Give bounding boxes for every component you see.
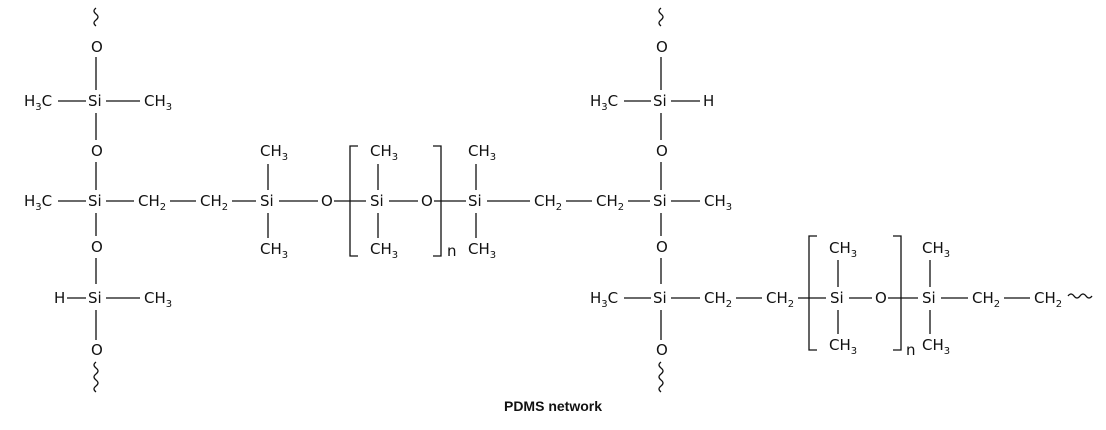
wavy-bond-icon bbox=[658, 7, 664, 27]
atom-o: O bbox=[656, 38, 668, 56]
bracket-left bbox=[349, 145, 358, 257]
atom-si: Si bbox=[468, 192, 482, 210]
atom-o: O bbox=[875, 289, 887, 307]
diagram-caption: PDMS network bbox=[503, 398, 602, 414]
atom-o: O bbox=[656, 341, 668, 359]
wavy-bond-icon bbox=[93, 7, 99, 27]
group-ch3: CH3 bbox=[370, 142, 398, 163]
bracket-right bbox=[893, 235, 902, 351]
atom-h: H bbox=[54, 289, 65, 307]
atom-si: Si bbox=[88, 289, 102, 307]
group-ch2: CH2 bbox=[200, 192, 228, 213]
group-ch3: CH3 bbox=[144, 92, 172, 113]
group-ch3: CH3 bbox=[260, 142, 288, 163]
group-ch3: CH3 bbox=[704, 192, 732, 213]
bracket-right bbox=[433, 145, 442, 257]
group-ch3: CH3 bbox=[829, 336, 857, 357]
atom-si: Si bbox=[260, 192, 274, 210]
atom-o: O bbox=[656, 238, 668, 256]
atom-o: O bbox=[91, 38, 103, 56]
atom-o: O bbox=[91, 142, 103, 160]
wavy-bond-icon bbox=[93, 361, 99, 393]
group-ch2: CH2 bbox=[972, 289, 1000, 310]
atom-si: Si bbox=[830, 289, 844, 307]
group-h3c: H3C bbox=[590, 289, 618, 310]
wavy-bond-icon bbox=[1067, 293, 1093, 299]
group-ch3: CH3 bbox=[144, 289, 172, 310]
group-ch2: CH2 bbox=[138, 192, 166, 213]
bracket-left bbox=[808, 235, 817, 351]
group-ch2: CH2 bbox=[704, 289, 732, 310]
group-ch3: CH3 bbox=[922, 239, 950, 260]
group-h3c: H3C bbox=[590, 92, 618, 113]
atom-si: Si bbox=[370, 192, 384, 210]
atom-si: Si bbox=[88, 92, 102, 110]
atom-si: Si bbox=[88, 192, 102, 210]
repeat-subscript-n: n bbox=[906, 341, 916, 359]
atom-si: Si bbox=[653, 92, 667, 110]
group-ch3: CH3 bbox=[468, 240, 496, 261]
atom-o: O bbox=[91, 341, 103, 359]
wavy-bond-icon bbox=[658, 361, 664, 393]
group-ch3: CH3 bbox=[829, 239, 857, 260]
group-h3c: H3C bbox=[24, 192, 52, 213]
group-ch2: CH2 bbox=[766, 289, 794, 310]
repeat-subscript-n: n bbox=[447, 242, 457, 260]
atom-o: O bbox=[421, 192, 433, 210]
atom-si: Si bbox=[653, 192, 667, 210]
atom-o: O bbox=[656, 142, 668, 160]
atom-o: O bbox=[321, 192, 333, 210]
atom-si: Si bbox=[922, 289, 936, 307]
group-ch3: CH3 bbox=[370, 240, 398, 261]
atom-si: Si bbox=[653, 289, 667, 307]
group-ch2: CH2 bbox=[596, 192, 624, 213]
group-ch3: CH3 bbox=[260, 240, 288, 261]
group-ch3: CH3 bbox=[468, 142, 496, 163]
group-ch2: CH2 bbox=[1034, 289, 1062, 310]
group-ch2: CH2 bbox=[534, 192, 562, 213]
atom-h: H bbox=[703, 92, 714, 110]
group-h3c: H3C bbox=[24, 92, 52, 113]
group-ch3: CH3 bbox=[922, 336, 950, 357]
atom-o: O bbox=[91, 238, 103, 256]
